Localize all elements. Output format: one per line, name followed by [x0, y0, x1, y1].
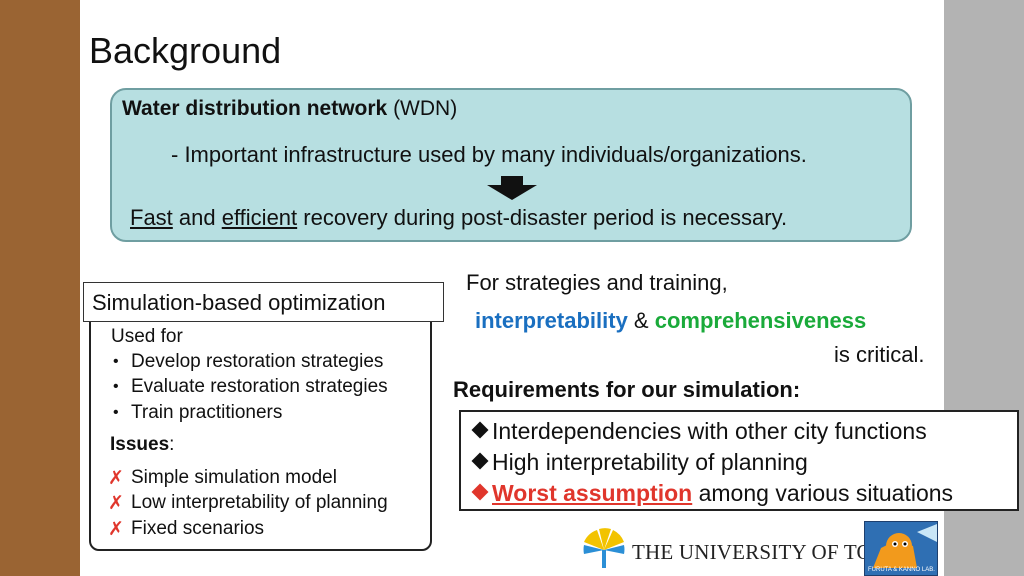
diamond-bullet-icon [471, 483, 489, 501]
lab-logo: FURUTA & KANNO LAB. [864, 521, 938, 576]
issues-label: Issues: [110, 434, 174, 456]
simulation-panel [89, 310, 432, 551]
requirement-item: Interdependencies with other city functi… [470, 418, 927, 445]
requirement-text: among various situations [692, 480, 954, 506]
diamond-bullet-icon [471, 452, 489, 470]
used-for-label: Used for [111, 326, 183, 347]
recovery-rest: recovery during post-disaster period is … [297, 205, 788, 230]
use-item: Develop restoration strategies [131, 351, 384, 372]
wdn-heading: Water distribution network (WDN) [122, 97, 457, 121]
efficient-word: efficient [221, 205, 298, 230]
down-arrow-icon [487, 176, 537, 200]
ampersand: & [627, 308, 655, 333]
lab-mascot-icon [873, 524, 937, 568]
x-mark-icon: ✗ [108, 493, 124, 514]
issue-item: Low interpretability of planning [131, 492, 388, 513]
slide-title: Background [89, 30, 282, 71]
x-mark-icon: ✗ [108, 519, 124, 540]
worst-assumption-keyword: Worst assumption [492, 480, 693, 506]
simulation-title-box: Simulation-based optimization [83, 282, 444, 322]
simulation-title: Simulation-based optimization [92, 290, 386, 315]
bullet-icon: • [113, 353, 119, 370]
issues-label-bold: Issues [110, 434, 170, 455]
requirement-text: Interdependencies with other city functi… [492, 418, 927, 444]
requirements-heading: Requirements for our simulation: [453, 377, 801, 402]
wdn-panel [110, 88, 912, 242]
comprehensiveness-keyword: comprehensiveness [654, 308, 867, 333]
requirement-text: High interpretability of planning [492, 449, 808, 475]
wdn-importance-text: - Important infrastructure used by many … [171, 142, 807, 167]
and-word: and [172, 205, 222, 230]
requirement-item: High interpretability of planning [470, 449, 808, 476]
use-item: Train practitioners [131, 402, 283, 423]
issues-colon: : [169, 434, 175, 455]
wdn-heading-rest: (WDN) [387, 97, 458, 120]
diamond-bullet-icon [471, 421, 489, 439]
x-mark-icon: ✗ [108, 468, 124, 489]
wdn-recovery-text: Fast and efficient recovery during post-… [130, 205, 787, 231]
strategy-conclusion: is critical. [834, 342, 925, 367]
university-ginkgo-logo-icon [583, 528, 625, 568]
bullet-icon: • [113, 378, 119, 395]
issue-item: Simple simulation model [131, 467, 337, 488]
bullet-icon: • [113, 404, 119, 421]
left-decor-band [0, 0, 80, 576]
interpretability-keyword: interpretability [475, 308, 628, 333]
requirements-panel [459, 410, 1019, 511]
strategy-intro: For strategies and training, [466, 270, 728, 295]
use-item: Evaluate restoration strategies [131, 376, 388, 397]
issue-item: Fixed scenarios [131, 518, 265, 539]
requirement-item: Worst assumption among various situation… [470, 480, 953, 507]
strategy-keywords: interpretability & comprehensiveness [475, 308, 866, 334]
fast-word: Fast [130, 205, 173, 230]
lab-name: FURUTA & KANNO LAB. [868, 567, 935, 573]
wdn-heading-bold: Water distribution network [122, 97, 388, 120]
